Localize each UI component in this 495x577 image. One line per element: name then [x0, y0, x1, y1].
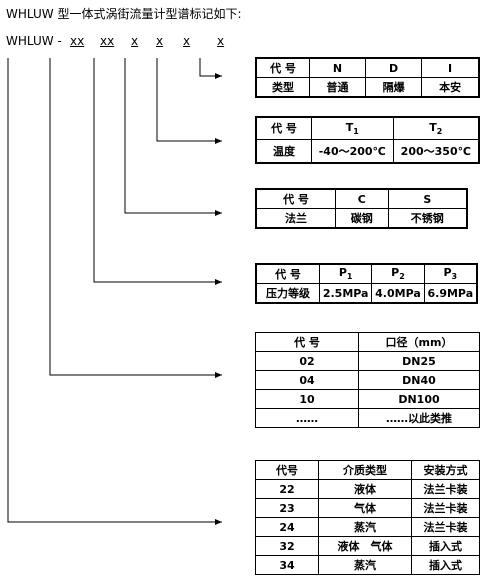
table-type: 代 号 N D I 类型 普通 隔爆 本安 [255, 57, 480, 98]
connector-type [199, 58, 222, 79]
temp-header-t1: T1 [311, 116, 394, 140]
medium-row-install: 插入式 [411, 555, 480, 575]
medium-row-install: 法兰卡装 [411, 517, 480, 537]
medium-row-install: 插入式 [411, 536, 480, 556]
medium-row-type: 液体 气体 [318, 536, 412, 556]
flange-row-carbon-steel: 碳钢 [335, 208, 389, 229]
table-temperature: 代 号 T1 T2 温度 -40～200℃ 200～350℃ [255, 116, 480, 164]
diameter-row-value: ……以此类推 [358, 408, 480, 428]
medium-row-code: 24 [255, 517, 319, 537]
medium-row-code: 32 [255, 536, 319, 556]
pressure-row-p1: 2.5MPa [318, 283, 373, 304]
diameter-row-code: …… [255, 408, 359, 428]
medium-row-code: 22 [255, 479, 319, 499]
temp-row-t2: 200～350℃ [392, 138, 480, 164]
diameter-row-code: 10 [255, 389, 359, 409]
table-flange: 代 号 C S 法兰 碳钢 不锈钢 [255, 188, 468, 229]
flange-header-c: C [335, 188, 389, 209]
connector-medium [7, 58, 222, 525]
model-segment-temperature: x [183, 34, 191, 48]
medium-row-install: 法兰卡装 [411, 479, 480, 499]
model-segment-pressure: x [131, 34, 139, 48]
connector-temperature [156, 58, 222, 144]
type-row-explosion-proof: 隔爆 [365, 77, 423, 98]
type-row-normal: 普通 [308, 77, 367, 98]
model-segment-flange: x [156, 34, 164, 48]
type-header-d: D [365, 57, 423, 78]
temp-row-t1: -40～200℃ [311, 138, 394, 164]
type-row-label: 类型 [255, 77, 310, 98]
model-segment-medium: xx [100, 34, 115, 48]
medium-row-install: 法兰卡装 [411, 498, 480, 518]
pressure-row-label: 压力等级 [255, 283, 320, 304]
diameter-row-code: 02 [255, 351, 359, 371]
medium-row-type: 蒸汽 [318, 555, 412, 575]
flange-header-s: S [387, 188, 468, 209]
pressure-header-p1: P1 [318, 263, 373, 284]
flange-row-stainless-steel: 不锈钢 [387, 208, 468, 229]
medium-row-type: 蒸汽 [318, 517, 412, 537]
flange-header-code: 代 号 [255, 188, 336, 209]
type-header-i: I [421, 57, 480, 78]
connector-pressure [93, 58, 222, 285]
pressure-row-p3: 6.9MPa [423, 283, 478, 304]
temp-header-t2: T2 [392, 116, 480, 140]
pressure-header-p2: P2 [371, 263, 425, 284]
medium-row-code: 34 [255, 555, 319, 575]
page-heading: WHLUW 型一体式涡街流量计型谱标记如下: [6, 7, 242, 21]
model-segment-type: x [217, 34, 225, 48]
table-medium: 代号 介质类型 安装方式 22 液体 法兰卡装 23 气体 法兰卡装 24 蒸汽… [255, 460, 480, 575]
flange-row-label: 法兰 [255, 208, 336, 229]
diameter-header-bore: 口径（mm） [358, 332, 480, 352]
medium-row-type: 气体 [318, 498, 412, 518]
type-header-code: 代 号 [255, 57, 310, 78]
medium-header-install: 安装方式 [411, 460, 480, 480]
pressure-header-p3: P3 [423, 263, 478, 284]
diameter-row-value: DN40 [358, 370, 480, 390]
type-row-intrinsic-safe: 本安 [421, 77, 480, 98]
connector-flange [124, 58, 222, 216]
model-prefix: WHLUW - [6, 34, 62, 48]
medium-header-type: 介质类型 [318, 460, 412, 480]
table-pressure: 代 号 P1 P2 P3 压力等级 2.5MPa 4.0MPa 6.9MPa [255, 263, 478, 304]
type-header-n: N [308, 57, 367, 78]
temp-header-code: 代 号 [255, 116, 312, 140]
diameter-row-value: DN100 [358, 389, 480, 409]
connector-diameter [49, 58, 222, 378]
table-diameter: 代 号 口径（mm） 02 DN25 04 DN40 10 DN100 …… …… [255, 332, 480, 428]
medium-header-code: 代号 [255, 460, 319, 480]
diameter-row-code: 04 [255, 370, 359, 390]
diameter-header-code: 代 号 [255, 332, 359, 352]
pressure-header-code: 代 号 [255, 263, 320, 284]
temp-row-label: 温度 [255, 138, 312, 164]
medium-row-code: 23 [255, 498, 319, 518]
model-segment-diameter: xx [70, 34, 85, 48]
medium-row-type: 液体 [318, 479, 412, 499]
pressure-row-p2: 4.0MPa [371, 283, 425, 304]
diameter-row-value: DN25 [358, 351, 480, 371]
